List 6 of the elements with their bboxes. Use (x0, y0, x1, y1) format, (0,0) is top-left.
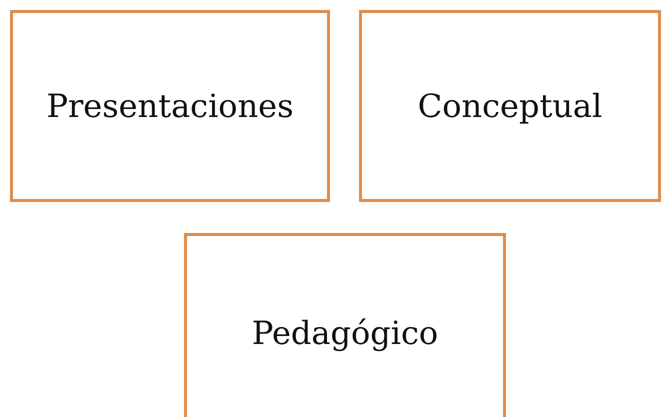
box-label: Conceptual (418, 87, 602, 125)
box-label: Presentaciones (46, 87, 294, 125)
text-box (10, 10, 330, 202)
box-label: Pedagógico (252, 314, 438, 352)
text-box (184, 233, 506, 417)
text-box (359, 10, 661, 202)
